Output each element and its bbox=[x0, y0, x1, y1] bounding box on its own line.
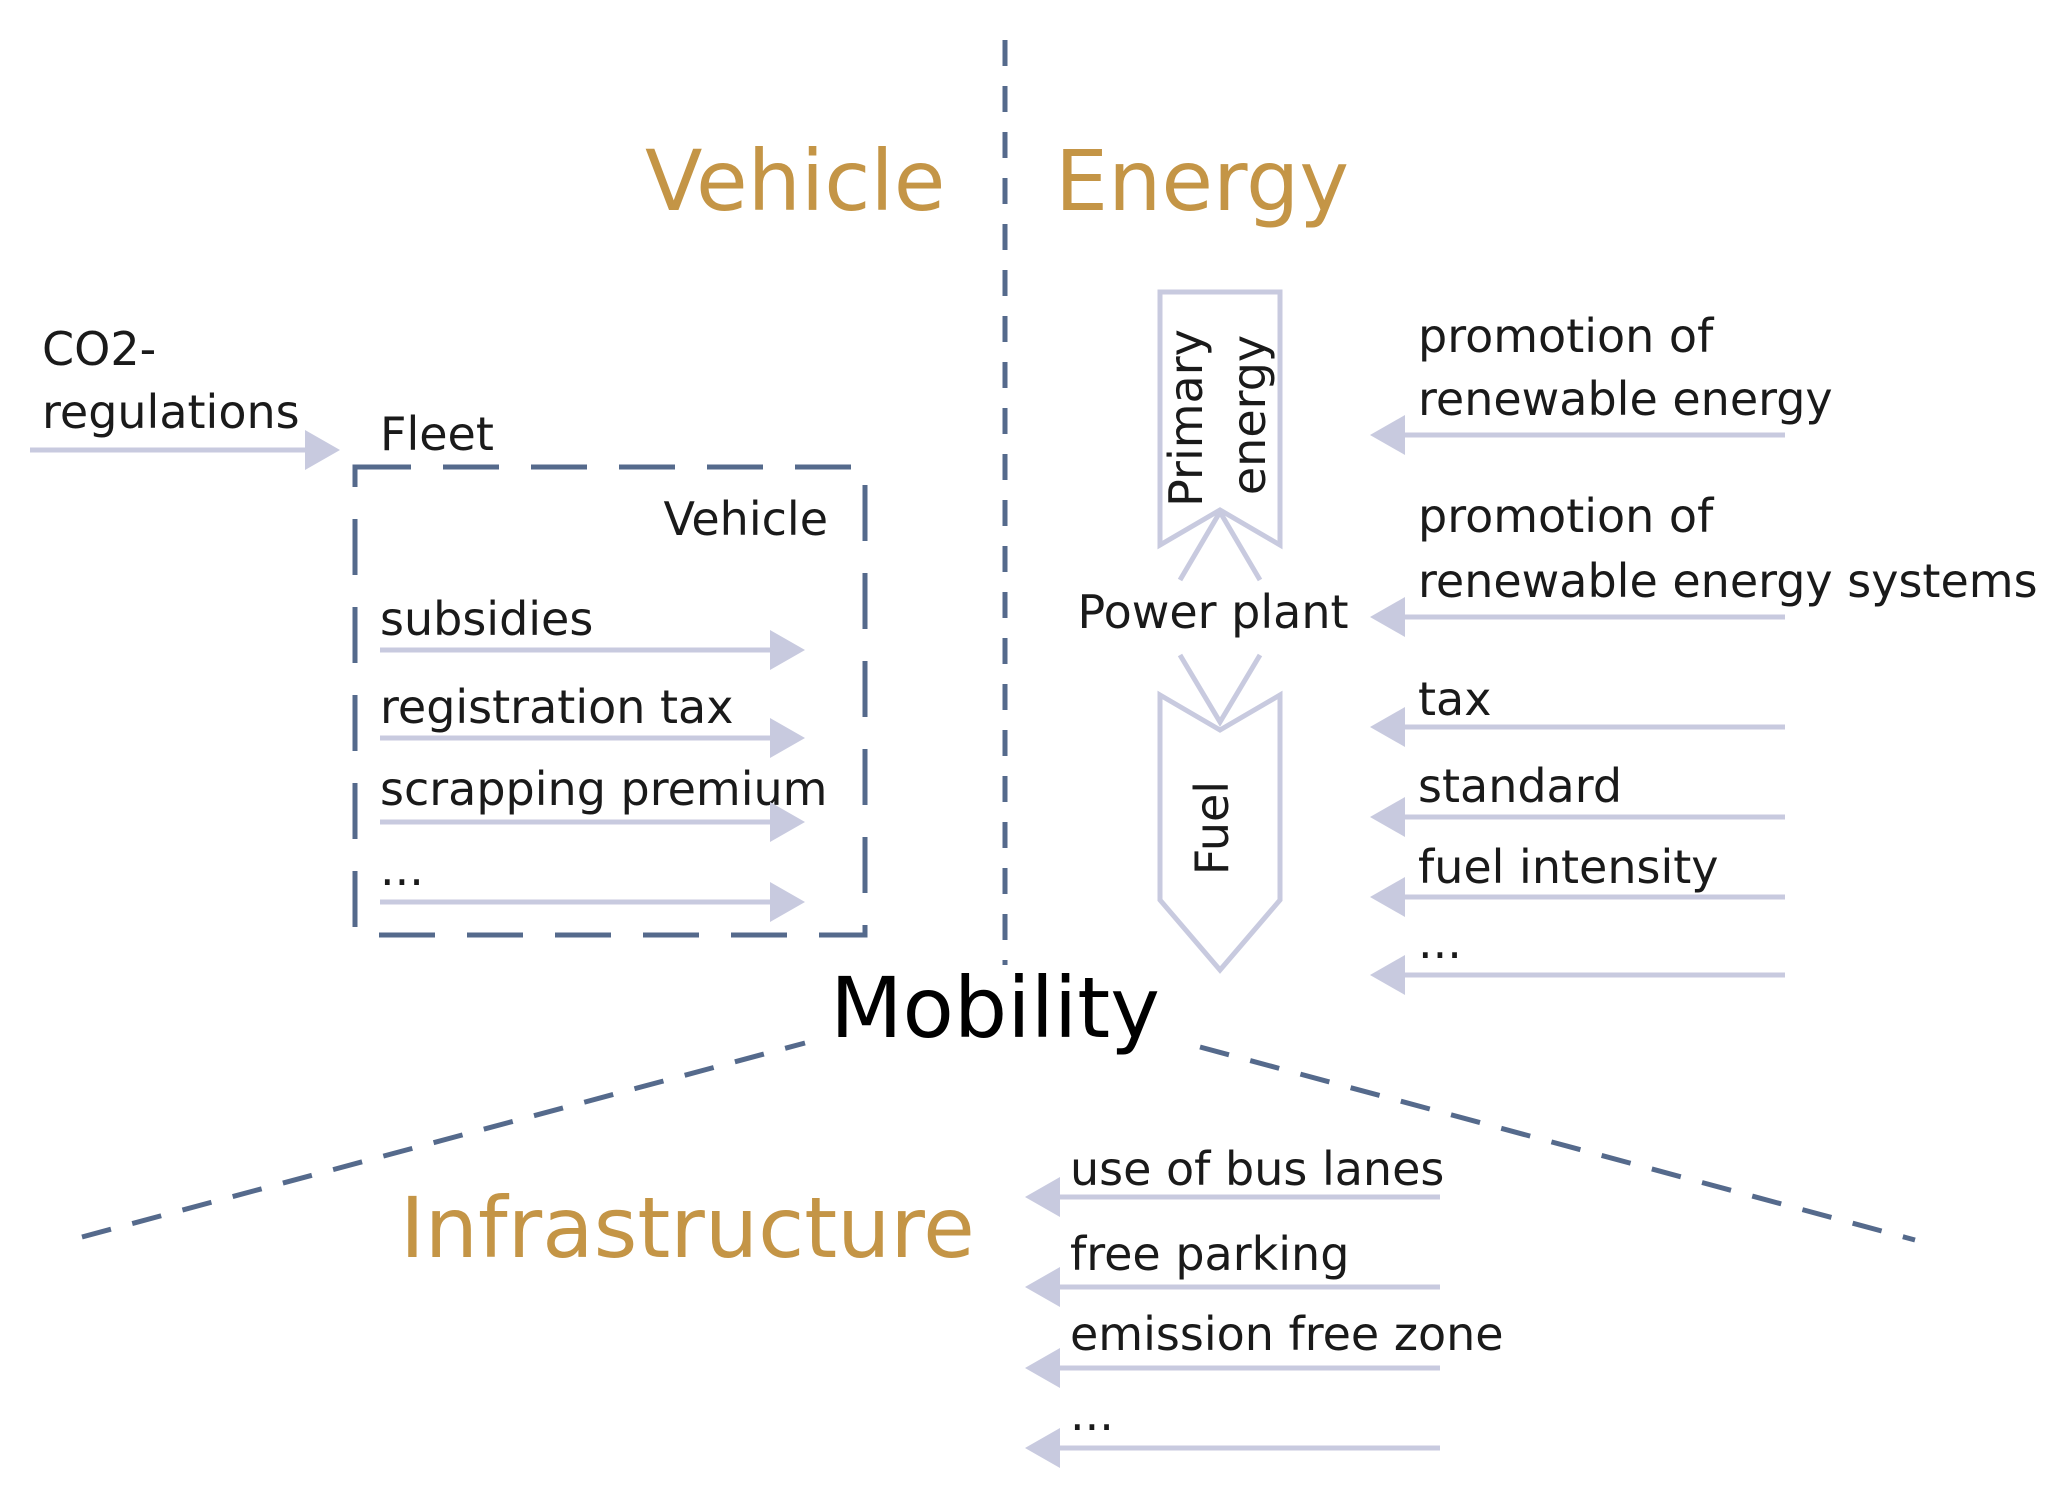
energy-section-title: Energy bbox=[1055, 132, 1349, 230]
promo-renewable-energy-line1: promotion of bbox=[1418, 309, 1715, 363]
promo-renewable-systems-line1: promotion of bbox=[1418, 489, 1715, 543]
fuel-measure: standard bbox=[1418, 759, 1622, 813]
infrastructure-measure: use of bus lanes bbox=[1070, 1142, 1444, 1196]
primary-energy-label-line1: Primary bbox=[1159, 329, 1213, 507]
fuel-measure: ... bbox=[1418, 915, 1462, 969]
infrastructure-measure: emission free zone bbox=[1070, 1307, 1504, 1361]
fuel-measure: fuel intensity bbox=[1418, 840, 1718, 894]
co2-label-line2: regulations bbox=[42, 385, 300, 439]
primary-energy-chevron bbox=[1157, 289, 1283, 550]
power-plant-label: Power plant bbox=[1077, 585, 1348, 639]
infrastructure-right-boundary bbox=[1199, 1044, 1916, 1243]
power-plant-chevron-top bbox=[1177, 507, 1263, 582]
infrastructure-left-boundary bbox=[81, 1040, 806, 1240]
promo-renewable-energy-line2: renewable energy bbox=[1418, 372, 1833, 426]
vehicle-measure: scrapping premium bbox=[380, 762, 827, 816]
fuel-measure: tax bbox=[1418, 672, 1491, 726]
infrastructure-measure: ... bbox=[1070, 1387, 1114, 1441]
fleet-label: Fleet bbox=[380, 407, 494, 461]
primary-energy-label-line2: energy bbox=[1222, 335, 1276, 495]
mobility-title: Mobility bbox=[830, 959, 1160, 1057]
vehicle-measure: subsidies bbox=[380, 592, 593, 646]
vehicle-measure: ... bbox=[380, 842, 424, 896]
vehicle-section-title: Vehicle bbox=[645, 132, 945, 230]
infrastructure-section-title: Infrastructure bbox=[400, 1179, 975, 1277]
vehicle-measure: registration tax bbox=[380, 680, 733, 734]
promo-renewable-systems-line2: renewable energy systems bbox=[1418, 554, 2038, 608]
fuel-arrow-shape bbox=[1157, 690, 1283, 974]
power-plant-chevron-bottom bbox=[1177, 653, 1263, 727]
infrastructure-measure: free parking bbox=[1070, 1227, 1349, 1281]
co2-label-line1: CO2- bbox=[42, 322, 156, 376]
fuel-label: Fuel bbox=[1185, 781, 1239, 875]
vehicle-box-title: Vehicle bbox=[663, 492, 828, 546]
fleet-box bbox=[352, 464, 868, 938]
